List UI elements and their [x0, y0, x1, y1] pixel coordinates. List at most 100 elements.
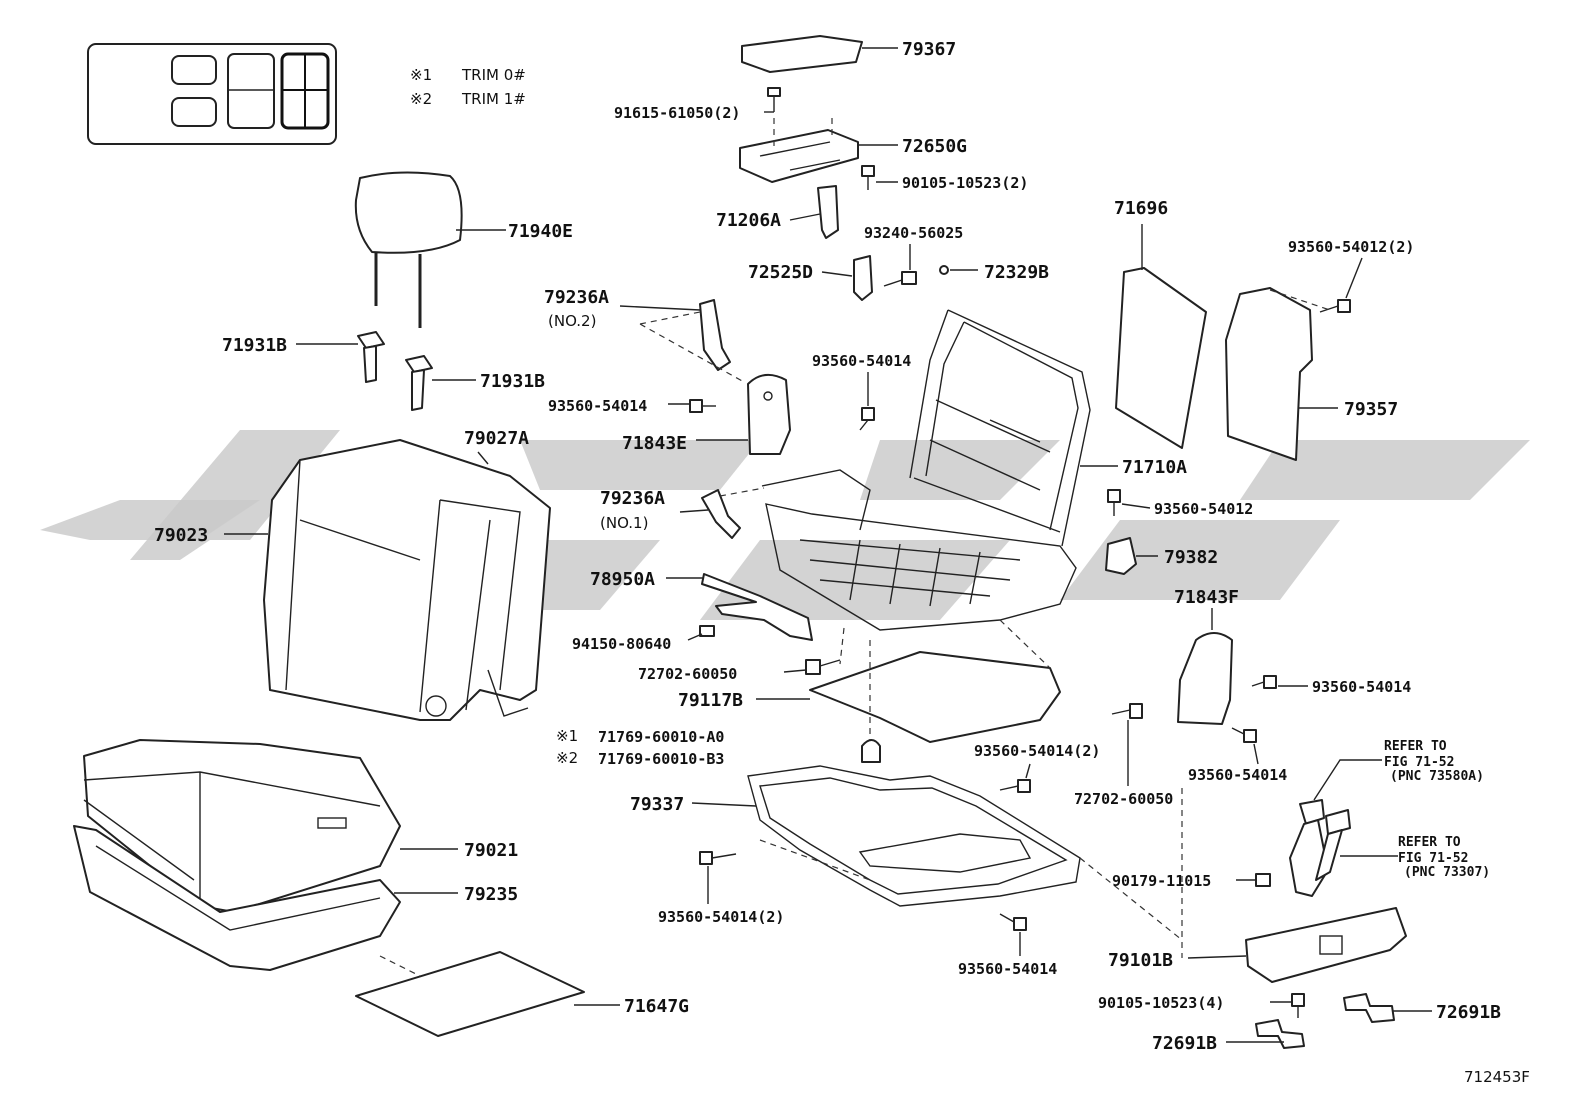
- screw-93560-54014: [1251, 675, 1277, 689]
- label-79101B: 79101B: [1108, 950, 1173, 971]
- label-93560-54014-b: 93560-54014: [548, 397, 647, 415]
- part-71696-pad: [1115, 267, 1207, 449]
- nut-90179: [1255, 873, 1271, 887]
- label-79337: 79337: [630, 794, 684, 815]
- label-90105-2: 90105-10523(2): [902, 174, 1028, 192]
- label-79027A: 79027A: [464, 428, 529, 449]
- seatbelt-buckle: [1289, 799, 1351, 897]
- label-79021: 79021: [464, 840, 518, 861]
- part-71843E-cover: [747, 373, 791, 455]
- label-93560-54014-2a: 93560-54014(2): [974, 742, 1100, 760]
- label-90179: 90179-11015: [1112, 872, 1211, 890]
- part-79236A-no2: [699, 299, 731, 371]
- ref-2-line1: REFER TO: [1398, 835, 1461, 850]
- part-71931B-guide: [357, 331, 385, 383]
- label-72702-b: 72702-60050: [1074, 790, 1173, 808]
- note-mark-1: ※1: [410, 66, 432, 84]
- part-72329B: [939, 265, 949, 275]
- label-91615: 91615-61050(2): [614, 104, 740, 122]
- screw-93560-54014-2: [999, 779, 1031, 793]
- label-93560-54012-2: 93560-54012(2): [1288, 238, 1414, 256]
- label-72691B-2: 72691B: [1152, 1033, 1217, 1054]
- part-71647G-mat: [355, 951, 585, 1037]
- label-93560-54014-c: 93560-54014: [1312, 678, 1411, 696]
- screw-90105-4: [1291, 993, 1305, 1018]
- label-72650G: 72650G: [902, 136, 967, 157]
- label-71206A: 71206A: [716, 210, 781, 231]
- label-93560-54012: 93560-54012: [1154, 500, 1253, 518]
- ref-1-line3: (PNC 73580A): [1390, 769, 1484, 784]
- label-79236A-no1-note: (NO.1): [600, 514, 648, 532]
- label-93240: 93240-56025: [864, 224, 963, 242]
- label-79235: 79235: [464, 884, 518, 905]
- label-93560-54014-a: 93560-54014: [812, 352, 911, 370]
- label-71940E: 71940E: [508, 221, 573, 242]
- part-79357-panel: [1225, 287, 1313, 461]
- label-71769-a-mark: ※1: [556, 727, 578, 745]
- screw-93560-54012: [1107, 489, 1121, 516]
- bolt-91615: [767, 87, 781, 112]
- ref-2-line3: (PNC 73307): [1404, 865, 1490, 880]
- label-72691B-1: 72691B: [1436, 1002, 1501, 1023]
- label-93560-54014-e: 93560-54014: [958, 960, 1057, 978]
- label-71696: 71696: [1114, 198, 1168, 219]
- part-71710A-frame: [761, 309, 1091, 631]
- part-79023-seatback: [263, 439, 551, 721]
- label-71931B-1: 71931B: [222, 335, 287, 356]
- label-71769-b: 71769-60010-B3: [598, 750, 724, 768]
- bolt-72702-b: [1111, 703, 1143, 719]
- screw-93560-54014: [859, 407, 875, 431]
- label-79367: 79367: [902, 39, 956, 60]
- label-72525D: 72525D: [748, 262, 813, 283]
- bolt-72702-a: [805, 659, 841, 675]
- part-79337-tray: [747, 765, 1081, 907]
- label-79023: 79023: [154, 525, 208, 546]
- note-text-2: TRIM 1#: [461, 90, 526, 108]
- screw-90105: [861, 165, 875, 190]
- seat-icon: [171, 97, 217, 127]
- label-79117B: 79117B: [678, 690, 743, 711]
- note-mark-2: ※2: [410, 90, 432, 108]
- label-71843F: 71843F: [1174, 587, 1239, 608]
- label-72702-a: 72702-60050: [638, 665, 737, 683]
- label-71769-b-mark: ※2: [556, 749, 578, 767]
- seat-icon: [227, 53, 275, 129]
- part-79382-clip: [1105, 537, 1137, 575]
- part-71843F-cover: [1177, 632, 1233, 725]
- note-text-1: TRIM 0#: [461, 66, 526, 84]
- label-79236A-no2: 79236A: [544, 287, 609, 308]
- part-79235-pad: [73, 825, 401, 971]
- part-78950A-link: [701, 573, 813, 641]
- screw-93560-54014: [689, 399, 716, 413]
- ref-1-line1: REFER TO: [1384, 739, 1447, 754]
- screw-93560-54014-2: [699, 851, 737, 865]
- seat-icon: [171, 55, 217, 85]
- screw-93560-54014: [999, 913, 1027, 931]
- label-79357: 79357: [1344, 399, 1398, 420]
- label-90105-4: 90105-10523(4): [1098, 994, 1224, 1012]
- ref-2-line2: FIG 71-52: [1398, 851, 1468, 866]
- label-79236A-no1: 79236A: [600, 488, 665, 509]
- ref-1-line2: FIG 71-52: [1384, 755, 1454, 770]
- part-72525D: [853, 255, 873, 301]
- part-79236A-no1: [701, 489, 741, 539]
- screw-93560-54012-2: [1319, 299, 1351, 313]
- label-71769-a: 71769-60010-A0: [598, 728, 724, 746]
- label-71710A: 71710A: [1122, 457, 1187, 478]
- part-72691B-bracket: [1343, 993, 1395, 1023]
- part-71931B-guide: [405, 355, 433, 411]
- label-72329B: 72329B: [984, 262, 1049, 283]
- label-79236A-no2-note: (NO.2): [548, 312, 596, 330]
- label-93560-54014-2b: 93560-54014(2): [658, 908, 784, 926]
- label-71931B-2: 71931B: [480, 371, 545, 392]
- part-72650G-bracket: [739, 129, 859, 183]
- nut-94150: [699, 625, 715, 637]
- label-71843E: 71843E: [622, 433, 687, 454]
- part-79101B-cover: [1245, 907, 1407, 983]
- part-71206A: [817, 185, 839, 239]
- bolt-93240: [883, 271, 917, 287]
- part-79117B-mat: [809, 651, 1061, 743]
- label-78950A: 78950A: [590, 569, 655, 590]
- label-94150: 94150-80640: [572, 635, 671, 653]
